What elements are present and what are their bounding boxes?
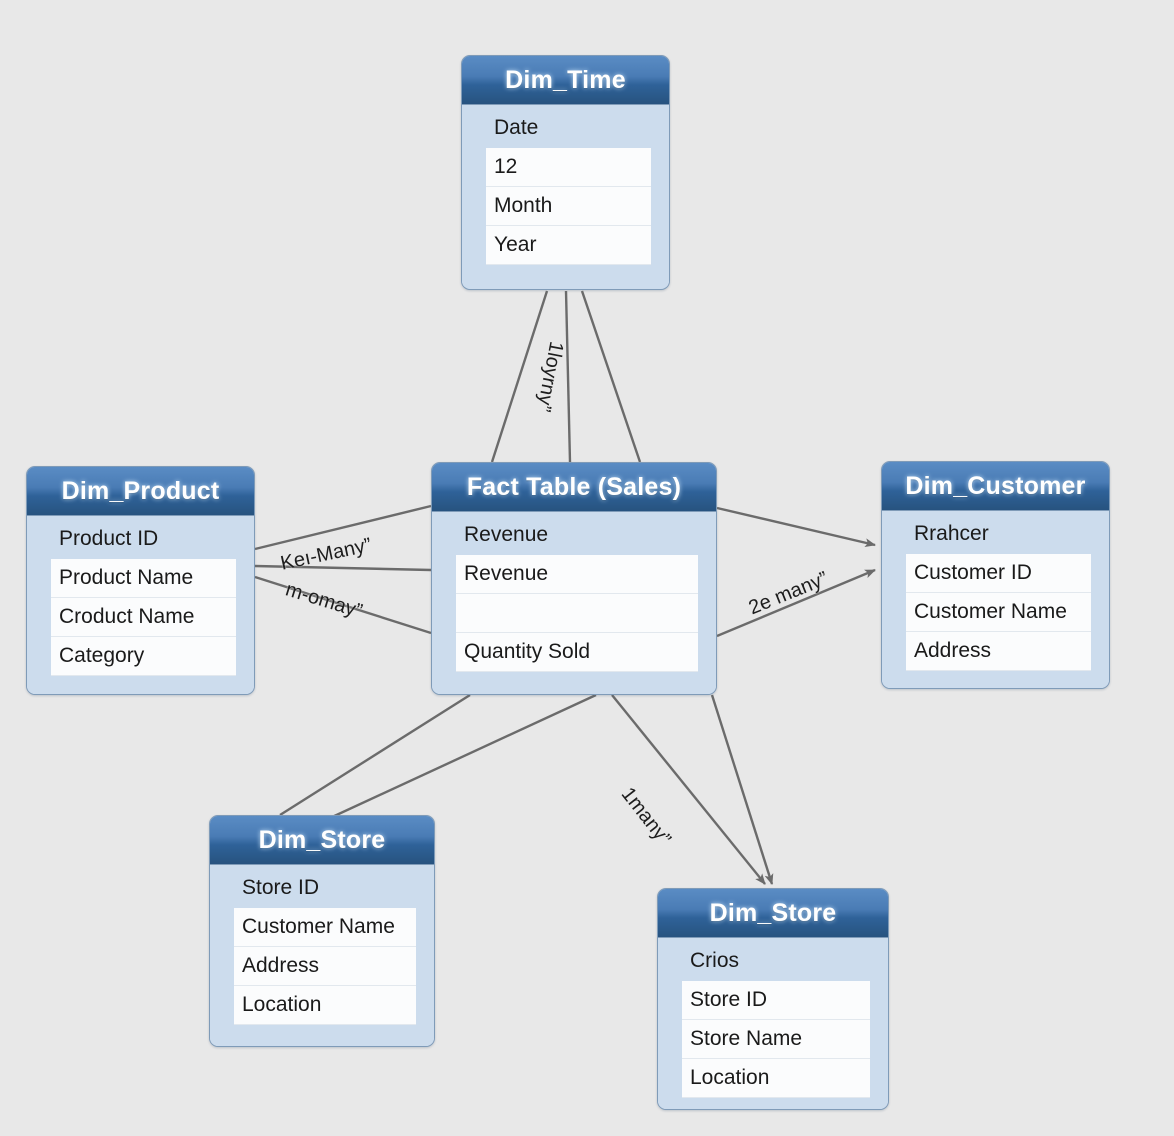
relationship-line xyxy=(716,568,876,638)
entity-field[interactable]: Date xyxy=(494,116,539,139)
relationship-line xyxy=(716,506,876,548)
entity-field[interactable]: Year xyxy=(486,226,651,265)
relationship-line xyxy=(490,290,549,463)
entity-field[interactable]: Customer Name xyxy=(234,908,416,947)
entity-field[interactable]: Customer Name xyxy=(906,593,1091,632)
entity-field[interactable]: Store Name xyxy=(682,1020,870,1059)
entity-field[interactable]: Product ID xyxy=(59,527,159,550)
entity-field[interactable]: Month xyxy=(486,187,651,226)
entity-field[interactable]: Store ID xyxy=(682,981,870,1020)
entity-title: Dim_Time xyxy=(462,56,669,105)
edges-group xyxy=(254,290,876,885)
entity-field[interactable]: Revenue xyxy=(456,555,698,594)
entity-field[interactable]: Address xyxy=(906,632,1091,671)
entity-title: Dim_Product xyxy=(27,467,254,516)
entity-field[interactable]: 12 xyxy=(486,148,651,187)
entity-field[interactable]: Crios xyxy=(690,949,740,972)
relationship-line xyxy=(611,694,766,885)
entity-field[interactable]: Address xyxy=(234,947,416,986)
relationship-line xyxy=(254,564,432,572)
relationship-line xyxy=(279,693,471,817)
entity-field[interactable]: Quantity Sold xyxy=(456,633,698,672)
entity-field[interactable]: Store ID xyxy=(242,876,320,899)
entity-title: Dim_Store xyxy=(658,889,888,938)
entity-field[interactable]: Rrahcer xyxy=(914,522,989,545)
entity-field[interactable]: Location xyxy=(234,986,416,1025)
entity-title: Dim_Customer xyxy=(882,462,1109,511)
relationship-line xyxy=(580,290,642,463)
entity-field[interactable]: Category xyxy=(51,637,236,676)
entity-field[interactable]: Product Name xyxy=(51,559,236,598)
entity-title: Dim_Store xyxy=(210,816,434,865)
entity-field[interactable] xyxy=(456,594,698,633)
entity-title: Fact Table (Sales) xyxy=(432,463,716,512)
entity-field[interactable]: Croduct Name xyxy=(51,598,236,637)
relationship-line xyxy=(254,504,432,551)
relationship-line xyxy=(564,290,572,463)
entity-field[interactable]: Location xyxy=(682,1059,870,1098)
relationship-line xyxy=(710,694,774,885)
relationship-line xyxy=(329,693,597,820)
entity-field[interactable]: Customer ID xyxy=(906,554,1091,593)
entity-field[interactable]: Revenue xyxy=(464,523,549,546)
relationship-line xyxy=(254,575,432,635)
